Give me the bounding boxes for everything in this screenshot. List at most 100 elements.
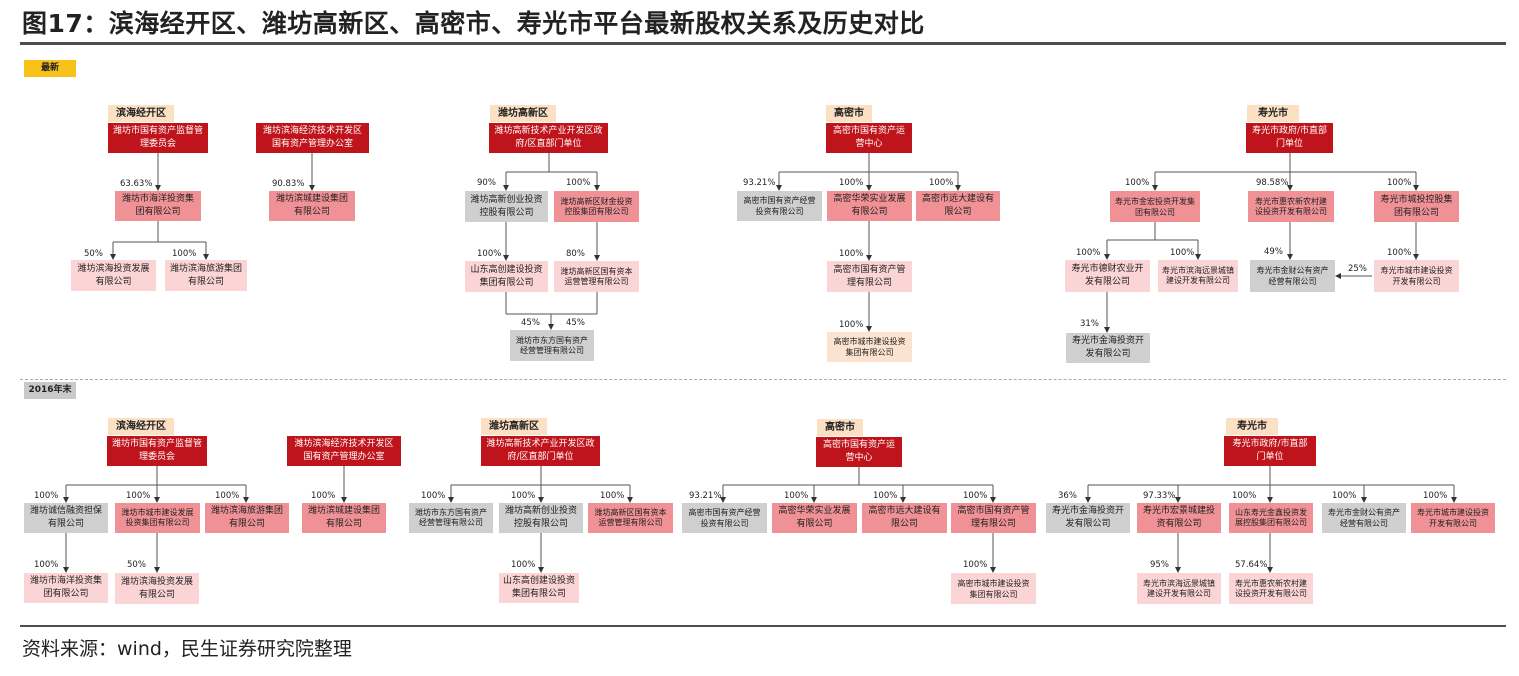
y2016-gaomi-c4: 高密市国有资产管理有限公司 xyxy=(951,503,1036,533)
y2016-gaoxin-region: 潍坊高新区 xyxy=(481,418,547,435)
latest-gaomi-c1-pct: 93.21% xyxy=(743,178,776,188)
y2016-binhai-office: 潍坊滨海经济技术开发区国有资产管理办公室 xyxy=(287,436,401,466)
y2016-shouguang-c2: 寿光市宏景城建投资有限公司 xyxy=(1137,503,1221,533)
latest-gaoxin-g1-pct: 100% xyxy=(477,249,502,259)
latest-gaoxin-root: 潍坊高新技术产业开发区政府/区直部门单位 xyxy=(489,123,608,153)
latest-gaoxin-g1: 山东高创建设投资集团有限公司 xyxy=(465,261,548,292)
y2016-gaomi-c2: 高密华荣实业发展有限公司 xyxy=(772,503,857,533)
y2016-gaoxin-c1: 潍坊市东方国有资产经营管理有限公司 xyxy=(409,503,493,533)
footer-rule xyxy=(20,625,1506,627)
y2016-gaoxin-c3-pct: 100% xyxy=(600,491,625,501)
y2016-shouguang-g1: 寿光市滨海远景城镇建设开发有限公司 xyxy=(1137,573,1221,604)
y2016-shouguang-c3: 山东寿光金鑫投资发展控股集团有限公司 xyxy=(1229,503,1313,533)
y2016-gaomi-g1-pct: 100% xyxy=(963,560,988,570)
latest-gaomi-gg: 高密市城市建设投资集团有限公司 xyxy=(827,332,912,362)
latest-shouguang-g1-pct: 100% xyxy=(1076,248,1101,258)
latest-binhai-root: 潍坊市国有资产监督管理委员会 xyxy=(108,123,208,153)
y2016-gaoxin-c1-pct: 100% xyxy=(421,491,446,501)
latest-binhai-g2-pct: 100% xyxy=(172,249,197,259)
latest-shouguang-g3-pct: 49% xyxy=(1264,247,1283,257)
y2016-shouguang-g2-pct: 57.64% xyxy=(1235,560,1268,570)
latest-gaomi-region: 高密市 xyxy=(826,105,872,122)
y2016-binhai-c1: 潍坊诚信融资担保有限公司 xyxy=(24,503,108,533)
y2016-shouguang-c4: 寿光市金财公有资产经营有限公司 xyxy=(1322,503,1406,533)
y2016-gaoxin-c3: 潍坊高新区国有资本运营管理有限公司 xyxy=(588,503,673,533)
latest-binhai-office: 潍坊滨海经济技术开发区国有资产管理办公室 xyxy=(256,123,369,153)
latest-shouguang-g1: 寿光市德财农业开发有限公司 xyxy=(1065,260,1150,292)
y2016-binhai-g1-pct: 100% xyxy=(34,560,59,570)
latest-shouguang-g2-pct: 100% xyxy=(1170,248,1195,258)
y2016-shouguang-c5-pct: 100% xyxy=(1423,491,1448,501)
latest-gaomi-gg-pct: 100% xyxy=(839,320,864,330)
latest-shouguang-g3: 寿光市金财公有资产经营有限公司 xyxy=(1250,260,1335,292)
page-title: 图17：滨海经开区、潍坊高新区、高密市、寿光市平台最新股权关系及历史对比 xyxy=(22,9,925,38)
section-tag-2016: 2016年末 xyxy=(24,382,76,399)
section-divider xyxy=(20,379,1506,380)
y2016-shouguang-c4-pct: 100% xyxy=(1332,491,1357,501)
latest-binhai-region: 滨海经开区 xyxy=(108,105,174,122)
source-note: 资料来源：wind，民生证券研究院整理 xyxy=(22,638,352,660)
latest-shouguang-gg-pct: 31% xyxy=(1080,319,1099,329)
y2016-binhai-g1: 潍坊市海洋投资集团有限公司 xyxy=(24,573,108,603)
latest-gaomi-c1: 高密市国有资产经营投资有限公司 xyxy=(737,191,822,221)
y2016-gaomi-region: 高密市 xyxy=(817,419,863,436)
latest-shouguang-c3: 寿光市城投控股集团有限公司 xyxy=(1374,191,1459,222)
latest-gaomi-g1-pct: 100% xyxy=(839,249,864,259)
latest-gaomi-c3-pct: 100% xyxy=(929,178,954,188)
latest-gaoxin-gg: 潍坊市东方国有资产经营管理有限公司 xyxy=(510,330,594,361)
y2016-binhai-c4-pct: 100% xyxy=(311,491,336,501)
latest-shouguang-g4-to-g3-pct: 25% xyxy=(1348,264,1367,274)
y2016-shouguang-c1: 寿光市金海投资开发有限公司 xyxy=(1046,503,1130,533)
y2016-gaoxin-c2: 潍坊高新创业投资控股有限公司 xyxy=(499,503,583,533)
latest-shouguang-g4: 寿光市城市建设投资开发有限公司 xyxy=(1374,260,1459,292)
latest-binhai-g1-pct: 50% xyxy=(84,249,103,259)
latest-gaoxin-region: 潍坊高新区 xyxy=(490,105,556,122)
y2016-gaomi-c3: 高密市远大建设有限公司 xyxy=(862,503,947,533)
latest-shouguang-root: 寿光市政府/市直部门单位 xyxy=(1246,123,1333,153)
latest-shouguang-gg: 寿光市金海投资开发有限公司 xyxy=(1066,333,1150,363)
y2016-binhai-region: 滨海经开区 xyxy=(108,418,174,435)
y2016-shouguang-c3-pct: 100% xyxy=(1232,491,1257,501)
y2016-gaoxin-g1: 山东高创建设投资集团有限公司 xyxy=(499,573,579,603)
latest-gaomi-g1: 高密市国有资产管理有限公司 xyxy=(827,261,912,292)
section-tag-latest: 最新 xyxy=(24,60,76,77)
latest-shouguang-g2: 寿光市滨海远景城镇建设开发有限公司 xyxy=(1158,260,1238,292)
latest-binhai-c1-pct: 63.63% xyxy=(120,179,153,189)
y2016-shouguang-g2: 寿光市惠农新农村建设投资开发有限公司 xyxy=(1229,573,1313,604)
y2016-binhai-g2-pct: 50% xyxy=(127,560,146,570)
y2016-shouguang-root: 寿光市政府/市直部门单位 xyxy=(1224,436,1316,466)
latest-gaomi-c2: 高密华荣实业发展有限公司 xyxy=(827,191,912,221)
y2016-gaomi-c1-pct: 93.21% xyxy=(689,491,722,501)
latest-gaoxin-gg-pct-1: 45% xyxy=(521,318,540,328)
latest-gaoxin-g2-pct: 80% xyxy=(566,249,585,259)
latest-binhai-g2: 潍坊滨海旅游集团有限公司 xyxy=(165,260,247,291)
latest-gaoxin-gg-pct-2: 45% xyxy=(566,318,585,328)
latest-binhai-g1: 潍坊滨海投资发展有限公司 xyxy=(71,260,156,291)
y2016-shouguang-region: 寿光市 xyxy=(1226,418,1278,435)
title-rule xyxy=(20,42,1506,45)
y2016-gaomi-root: 高密市国有资产运营中心 xyxy=(816,437,902,467)
y2016-shouguang-g1-pct: 95% xyxy=(1150,560,1169,570)
latest-shouguang-c1: 寿光市金宏投资开发集团有限公司 xyxy=(1110,191,1200,222)
latest-gaoxin-g2: 潍坊高新区国有资本运营管理有限公司 xyxy=(554,261,639,292)
latest-gaomi-c3: 高密市远大建设有限公司 xyxy=(916,191,1000,221)
latest-shouguang-region: 寿光市 xyxy=(1247,105,1299,122)
y2016-binhai-c3-pct: 100% xyxy=(215,491,240,501)
latest-binhai-c1: 潍坊市海洋投资集团有限公司 xyxy=(115,191,201,221)
latest-binhai-c2-pct: 90.83% xyxy=(272,179,305,189)
y2016-binhai-c2-pct: 100% xyxy=(126,491,151,501)
latest-shouguang-g4-pct: 100% xyxy=(1387,248,1412,258)
latest-shouguang-c3-pct: 100% xyxy=(1387,178,1412,188)
y2016-binhai-c4: 潍坊滨城建设集团有限公司 xyxy=(302,503,386,533)
latest-gaoxin-c2-pct: 100% xyxy=(566,178,591,188)
latest-gaoxin-c1: 潍坊高新创业投资控股有限公司 xyxy=(465,191,548,222)
y2016-gaoxin-c2-pct: 100% xyxy=(511,491,536,501)
latest-binhai-c2: 潍坊滨城建设集团有限公司 xyxy=(269,191,355,221)
y2016-gaomi-c3-pct: 100% xyxy=(873,491,898,501)
y2016-binhai-root: 潍坊市国有资产监督管理委员会 xyxy=(107,436,207,466)
latest-gaomi-root: 高密市国有资产运营中心 xyxy=(826,123,912,153)
latest-shouguang-c1-pct: 100% xyxy=(1125,178,1150,188)
y2016-shouguang-c2-pct: 97.33% xyxy=(1143,491,1176,501)
y2016-gaomi-c2-pct: 100% xyxy=(784,491,809,501)
